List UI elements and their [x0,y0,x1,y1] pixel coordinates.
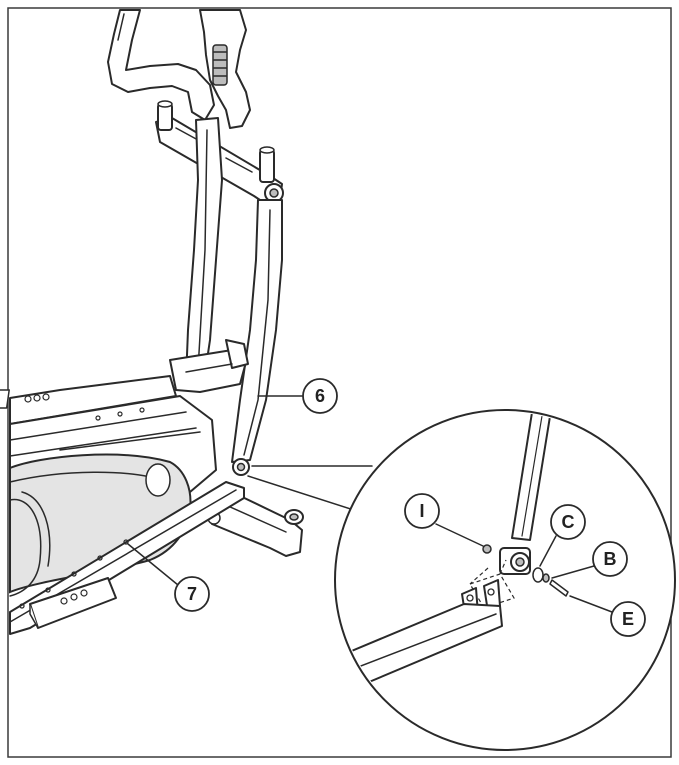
callout-E: E [569,595,646,637]
callout-C-label: C [562,512,575,532]
callout-B: B [551,541,628,579]
page-border [7,7,672,758]
callout-I: I [404,493,484,547]
mid-bracket [169,339,249,393]
callout-E-label: E [622,609,634,629]
detail-magnifier: I C B E [247,409,676,751]
upright-arm-part-6 [231,199,283,476]
alignment-guide [469,573,515,609]
callout-7-label: 7 [187,584,197,604]
elliptical-machine [0,9,304,635]
callout-I-label: I [419,501,424,521]
callout-7: 7 [127,543,210,612]
detail-contents [337,412,569,691]
callout-C: C [539,504,586,567]
callout-6: 6 [257,378,338,414]
callout-6-label: 6 [315,386,325,406]
upper-handlebars [107,9,251,129]
front-foot-block [29,577,117,629]
callout-B-label: B [604,549,617,569]
